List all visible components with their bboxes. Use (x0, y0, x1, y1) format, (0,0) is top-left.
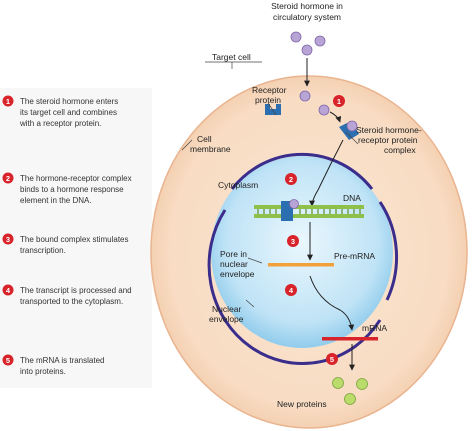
step-3-line-1: The bound complex stimulates (20, 235, 129, 244)
diagram-badge-4: 4 (285, 284, 297, 296)
step-2-line-1: The hormone-receptor complex (20, 174, 132, 183)
step-5-number: 5 (6, 356, 10, 365)
protein-molecule (356, 378, 368, 390)
protein-molecule (332, 377, 344, 389)
step-1-line-1: The steroid hormone enters (20, 97, 118, 106)
pore-label-line-2: nuclear (220, 259, 248, 269)
step-2-number: 2 (6, 174, 10, 183)
nuclear-envelope-label-line-2: envelope (209, 314, 244, 324)
new-proteins (332, 377, 368, 405)
step-2-badge (2, 172, 14, 184)
hormone-molecule (301, 44, 313, 56)
step-3-badge (2, 233, 14, 245)
binding-arrow (329, 111, 342, 123)
complex-label-line-3: complex (384, 145, 416, 155)
step-1-number: 1 (6, 97, 10, 106)
bound-complex (281, 199, 299, 221)
nuclear-envelope-top (230, 152, 374, 190)
step-1-badge (2, 95, 14, 107)
step-3-line-2: transcription. (20, 246, 66, 255)
svg-text:1: 1 (337, 97, 341, 106)
hormone-molecules (290, 31, 330, 116)
hormone-molecule (318, 104, 330, 116)
nuclear-envelope-label-line-1: Nuclear (212, 304, 241, 314)
hormone-molecule (299, 90, 311, 102)
step-5-line-2: into proteins. (20, 367, 66, 376)
step-5-line-1: The mRNA is translated (20, 356, 104, 365)
step-3-number: 3 (6, 235, 10, 244)
dna-strand (254, 205, 364, 218)
step-4: 4 The transcript is processed and transp… (2, 284, 132, 306)
hormone-molecule (314, 35, 326, 47)
receptor-label-line-1: Receptor (252, 85, 287, 95)
svg-text:2: 2 (289, 175, 293, 184)
nucleus (211, 156, 393, 348)
step-2-line-3: element in the DNA. (20, 196, 92, 205)
diagram-badge-2: 2 (285, 173, 297, 185)
step-4-badge (2, 284, 14, 296)
step-1-line-3: with a receptor protein. (19, 119, 101, 128)
hormone-label-line-2: circulatory system (273, 12, 341, 22)
svg-text:4: 4 (289, 286, 294, 295)
hormone-label-line-1: Steroid hormone in (271, 1, 343, 11)
receptor-label-line-2: protein (255, 95, 281, 105)
new-proteins-label: New proteins (277, 399, 327, 409)
nuclear-envelope-right (378, 201, 398, 301)
step-5: 5 The mRNA is translated into proteins. (2, 354, 104, 376)
complex-to-nucleus-arrow (309, 139, 344, 207)
complex-label-line-1: Steroid hormone- (356, 125, 422, 135)
hormone-molecule (290, 31, 302, 43)
step-1: 1 The steroid hormone enters its target … (2, 95, 118, 128)
step-1-line-2: its target cell and combines (20, 108, 117, 117)
hormone-receptor-complex (339, 120, 359, 140)
diagram-badge-3: 3 (287, 235, 299, 247)
diagram-badge-5: 5 (326, 353, 338, 365)
step-panel-bg (0, 88, 152, 388)
step-2-line-2: binds to a hormone response (20, 185, 124, 194)
cytoplasm-label: Cytoplasm (218, 180, 258, 190)
pre-mrna-label: Pre-mRNA (334, 251, 375, 261)
protein-molecule (344, 393, 356, 405)
dna-label: DNA (343, 193, 361, 203)
leader-lines (181, 61, 359, 308)
step-3: 3 The bound complex stimulates transcrip… (2, 233, 129, 255)
step-4-number: 4 (6, 286, 11, 295)
svg-text:3: 3 (291, 237, 295, 246)
target-cell-label: Target cell (212, 52, 251, 62)
step-4-line-2: transported to the cytoplasm. (20, 297, 123, 306)
diagram-badge-1: 1 (333, 95, 345, 107)
nuclear-envelope-left (207, 209, 382, 366)
step-2: 2 The hormone-receptor complex binds to … (2, 172, 132, 205)
pore-label-line-3: envelope (220, 269, 255, 279)
pre-mrna-strand (268, 263, 334, 267)
svg-text:5: 5 (330, 355, 334, 364)
cell-membrane-label-line-1: Cell (197, 134, 212, 144)
mrna-strand (322, 337, 378, 341)
step-4-line-1: The transcript is processed and (20, 286, 132, 295)
export-arrow (309, 275, 355, 331)
complex-label-line-2: receptor protein (358, 135, 418, 145)
pore-label-line-1: Pore in (220, 249, 247, 259)
cell-membrane-label-line-2: membrane (190, 144, 231, 154)
step-5-badge (2, 354, 14, 366)
receptor-protein-shape (265, 104, 281, 115)
mrna-label: mRNA (362, 323, 387, 333)
